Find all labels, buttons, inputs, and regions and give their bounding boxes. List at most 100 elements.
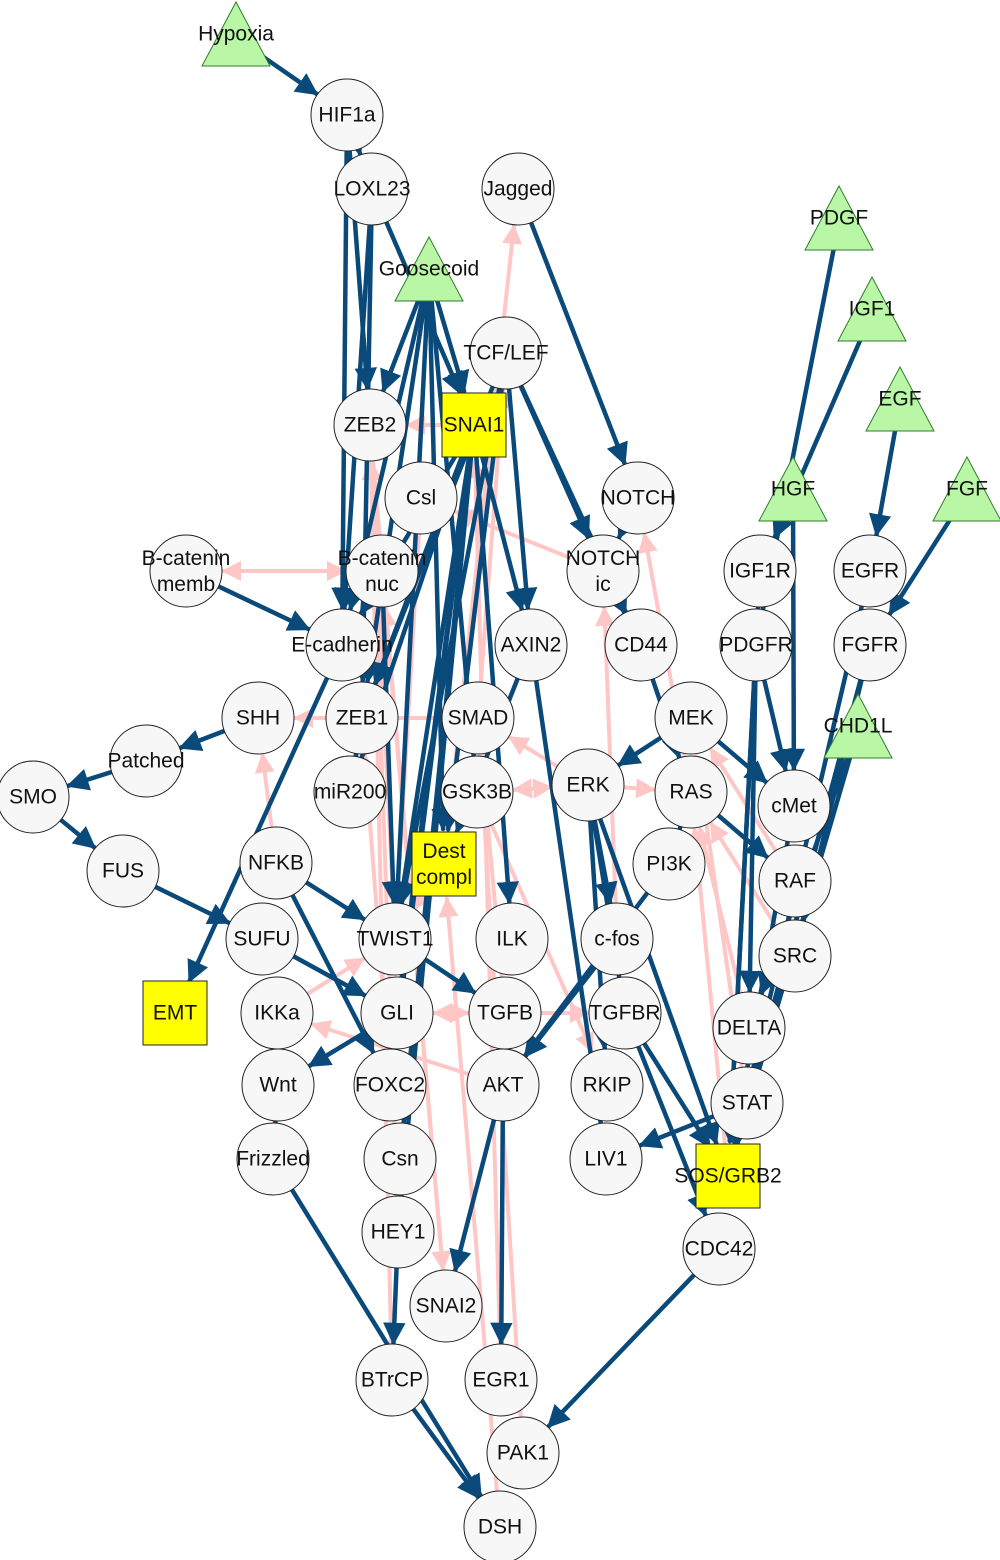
node-sufu[interactable]: SUFU <box>225 902 299 976</box>
node-pi3k[interactable]: PI3K <box>632 827 706 901</box>
node-igf1[interactable]: IGF1 <box>837 275 907 342</box>
node-liv1[interactable]: LIV1 <box>569 1122 643 1196</box>
node-label: RKIP <box>582 1074 631 1097</box>
node-stat[interactable]: STAT <box>710 1066 784 1140</box>
node-tcf-lef[interactable]: TCF/LEF <box>463 316 549 390</box>
node-foxc2[interactable]: FOXC2 <box>353 1048 427 1122</box>
node-axin2[interactable]: AXIN2 <box>494 608 568 682</box>
node-label: DSH <box>478 1516 522 1539</box>
edge-pdgfr-to-delta <box>738 674 762 994</box>
node-shh[interactable]: SHH <box>221 681 295 755</box>
node-sos-grb2[interactable]: SOS/GRB2 <box>674 1143 782 1209</box>
node-btrcp[interactable]: BTrCP <box>355 1343 429 1417</box>
node-label: Jagged <box>484 178 553 201</box>
node-ikka[interactable]: IKKa <box>240 976 314 1050</box>
edge-tgfbr-to-cdc42 <box>634 1040 709 1217</box>
node-cdc42[interactable]: CDC42 <box>682 1212 756 1286</box>
node-pak1[interactable]: PAK1 <box>486 1416 560 1490</box>
node-erk[interactable]: ERK <box>551 748 625 822</box>
node-raf[interactable]: RAF <box>758 844 832 918</box>
node-hypoxia[interactable]: Hypoxia <box>198 0 274 67</box>
node-gsk3b[interactable]: GSK3B <box>440 755 514 829</box>
node-egf[interactable]: EGF <box>865 365 935 432</box>
node-pdgfr[interactable]: PDGFR <box>719 608 793 682</box>
node-tgfbr[interactable]: TGFBR <box>588 976 662 1050</box>
node-shape <box>441 681 515 755</box>
edge-pdgfr-to-cmet <box>761 673 792 773</box>
node-fus[interactable]: FUS <box>86 834 160 908</box>
node-smo[interactable]: SMO <box>0 760 70 834</box>
node-shape <box>201 0 271 67</box>
node-shape <box>481 152 555 226</box>
node-label: PI3K <box>646 853 692 876</box>
node-label: c-fos <box>594 928 640 951</box>
node-egfr[interactable]: EGFR <box>833 534 907 608</box>
node-chd1l[interactable]: CHD1L <box>823 692 893 759</box>
node-label: BTrCP <box>361 1369 423 1392</box>
node-egr1[interactable]: EGR1 <box>464 1343 538 1417</box>
node-shape <box>464 1343 538 1417</box>
node-zeb1[interactable]: ZEB1 <box>325 681 399 755</box>
edge-btrcp-to-dsh <box>408 1403 481 1500</box>
edge-egf-to-egfr <box>868 426 898 537</box>
node-wnt[interactable]: Wnt <box>241 1048 315 1122</box>
node-twist1[interactable]: TWIST1 <box>357 902 434 976</box>
node-dsh[interactable]: DSH <box>463 1490 537 1560</box>
node-fgf[interactable]: FGF <box>932 455 1000 522</box>
node-smad[interactable]: SMAD <box>441 681 515 755</box>
edge-goosecoid-to-twist1 <box>386 296 430 905</box>
node-snai1[interactable]: SNAI1 <box>441 392 507 458</box>
node-fgfr[interactable]: FGFR <box>833 608 907 682</box>
node-shape <box>149 534 223 608</box>
node-shape <box>305 608 379 682</box>
node-shape <box>239 826 313 900</box>
node-frizzled[interactable]: Frizzled <box>236 1122 310 1196</box>
edge-twist1-to-tgfb <box>419 954 477 995</box>
edge-snai1-to-ilk <box>473 452 519 905</box>
node-shape <box>394 235 464 302</box>
node-tgfb[interactable]: TGFB <box>468 976 542 1050</box>
node-hif1a[interactable]: HIF1a <box>310 78 384 152</box>
node-ras[interactable]: RAS <box>654 755 728 829</box>
edge-ecadherin-to-emt <box>187 671 332 984</box>
node-csl[interactable]: Csl <box>384 461 458 535</box>
node-cd44[interactable]: CD44 <box>604 608 678 682</box>
node-rkip[interactable]: RKIP <box>570 1048 644 1122</box>
node-ilk[interactable]: ILK <box>475 902 549 976</box>
node-emt[interactable]: EMT <box>142 980 208 1046</box>
node-gli[interactable]: GLI <box>360 976 434 1050</box>
node-delta[interactable]: DELTA <box>712 991 786 1065</box>
node-jagged[interactable]: Jagged <box>481 152 555 226</box>
node-label: EGFR <box>841 560 899 583</box>
node-label: IGF1 <box>849 298 896 321</box>
node-label: HGF <box>771 478 815 501</box>
node-label: TCF/LEF <box>463 342 548 365</box>
node-shape <box>682 1212 756 1286</box>
node-igf1r[interactable]: IGF1R <box>723 534 797 608</box>
node-goosecoid[interactable]: Goosecoid <box>379 235 479 302</box>
node-csn[interactable]: Csn <box>363 1122 437 1196</box>
node-hgf[interactable]: HGF <box>758 455 828 522</box>
edge-patched-to-smo <box>66 768 118 791</box>
node-patched[interactable]: Patched <box>107 724 185 798</box>
node-cmet[interactable]: cMet <box>757 769 831 843</box>
node-shape <box>411 831 477 897</box>
node-notch[interactable]: NOTCH <box>601 461 676 535</box>
node-c-fos[interactable]: c-fos <box>580 902 654 976</box>
node-akt[interactable]: AKT <box>466 1048 540 1122</box>
node-label: LIV1 <box>584 1148 627 1171</box>
node-pdgf[interactable]: PDGF <box>804 184 874 251</box>
node-src[interactable]: SRC <box>758 919 832 993</box>
node-zeb2[interactable]: ZEB2 <box>333 388 407 462</box>
node-loxl23[interactable]: LOXL23 <box>333 152 411 226</box>
node-ecadherin[interactable]: E-cadherin <box>291 608 393 682</box>
node-mir200[interactable]: miR200 <box>313 755 387 829</box>
node-nfkb[interactable]: NFKB <box>239 826 313 900</box>
node-hey1[interactable]: HEY1 <box>361 1195 435 1269</box>
node-snai2[interactable]: SNAI2 <box>409 1269 483 1343</box>
node-mek[interactable]: MEK <box>654 681 728 755</box>
